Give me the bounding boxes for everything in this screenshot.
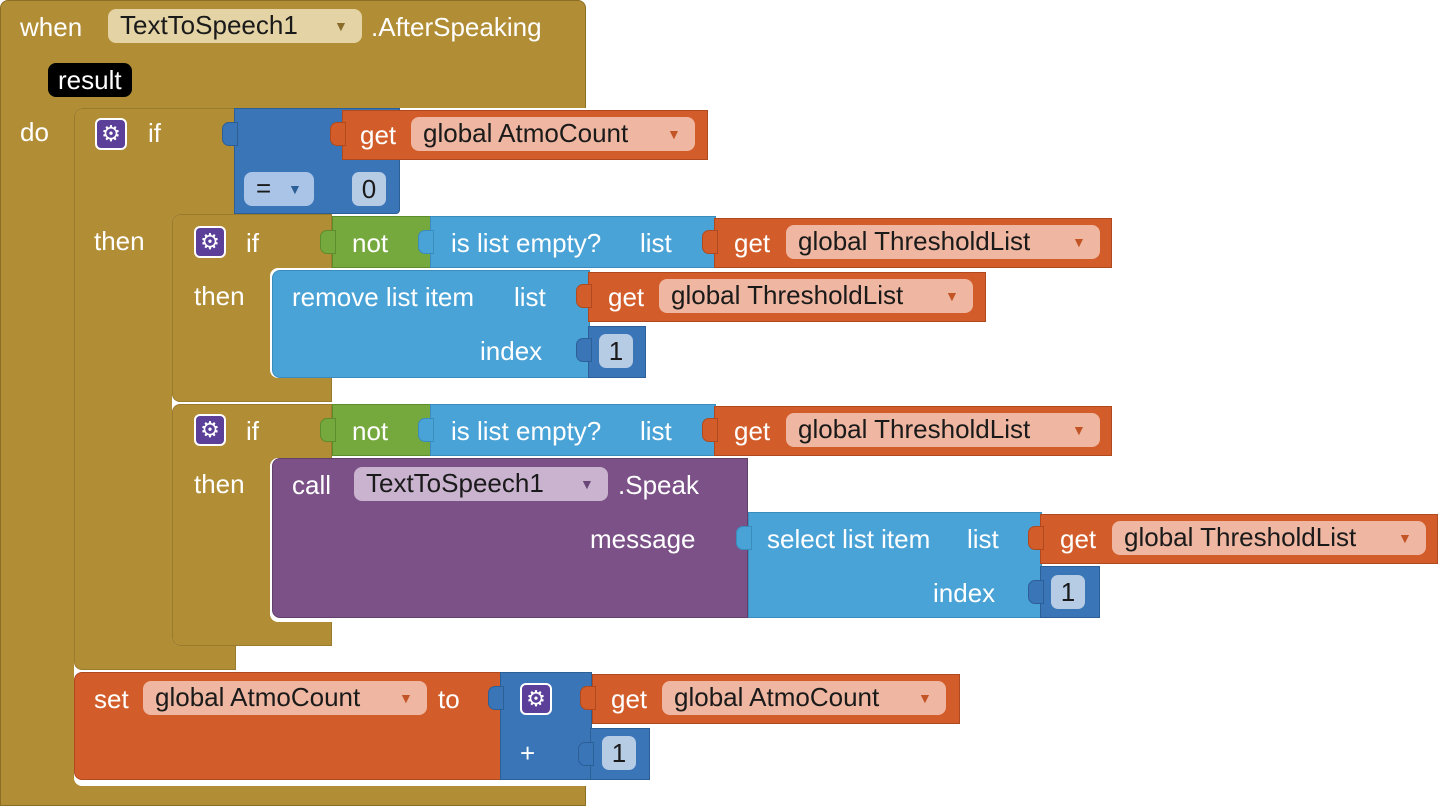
select-index-label: index: [933, 578, 996, 608]
get-label: get: [608, 282, 645, 312]
set-variable-label: global AtmoCount: [155, 682, 361, 712]
set-label: set: [94, 684, 129, 714]
variable-label: global ThresholdList: [671, 280, 904, 310]
then-3-label: then: [194, 469, 245, 499]
is-list-empty-block-2[interactable]: [430, 216, 716, 268]
not-output-tab: [320, 230, 336, 254]
variable-label: global ThresholdList: [798, 414, 1031, 444]
variable-label: global AtmoCount: [423, 118, 629, 148]
remove-list-item-label: remove list item: [292, 282, 475, 312]
number-output-tab: [578, 742, 594, 766]
variable-dropdown[interactable]: global ThresholdList ▼: [786, 413, 1100, 447]
add-output-tab: [488, 686, 504, 710]
set-to-label: to: [438, 684, 460, 714]
dropdown-arrow-icon: ▼: [1072, 234, 1086, 250]
gear-icon[interactable]: ⚙: [194, 226, 226, 258]
select-index-value[interactable]: 1: [1051, 575, 1085, 609]
call-label: call: [292, 470, 332, 500]
is-list-empty-block-3[interactable]: [430, 404, 716, 456]
add-number-value[interactable]: 1: [602, 736, 636, 770]
variable-dropdown[interactable]: global AtmoCount ▼: [662, 681, 946, 715]
variable-label: global ThresholdList: [1124, 522, 1357, 552]
is-list-empty-output-tab: [418, 418, 434, 442]
get-output-tab: [580, 686, 596, 710]
select-list-label: list: [967, 524, 999, 554]
set-variable-dropdown[interactable]: global AtmoCount ▼: [143, 681, 427, 715]
dropdown-arrow-icon: ▼: [399, 690, 413, 706]
if-1-label: if: [148, 118, 161, 148]
variable-dropdown[interactable]: global ThresholdList ▼: [786, 225, 1100, 259]
get-label: get: [734, 228, 771, 258]
event-component-dropdown[interactable]: TextToSpeech1 ▼: [108, 9, 362, 43]
remove-list-label: list: [514, 282, 546, 312]
compare-operator-label: =: [256, 173, 272, 203]
is-list-empty-output-tab: [418, 230, 434, 254]
get-output-tab: [702, 230, 718, 254]
dropdown-arrow-icon: ▼: [1072, 422, 1086, 438]
then-2-label: then: [194, 281, 245, 311]
select-list-item-label: select list item: [767, 524, 931, 554]
event-name-label: .AfterSpeaking: [371, 12, 542, 42]
variable-dropdown[interactable]: global AtmoCount ▼: [411, 117, 695, 151]
compare-operator-dropdown[interactable]: = ▼: [244, 172, 314, 206]
call-message-label: message: [590, 524, 696, 554]
get-output-tab: [702, 418, 718, 442]
gear-icon[interactable]: ⚙: [95, 118, 127, 150]
gear-icon[interactable]: ⚙: [194, 414, 226, 446]
remove-index-label: index: [480, 336, 543, 366]
is-list-empty-label: is list empty?: [451, 228, 602, 258]
add-block[interactable]: [500, 672, 592, 780]
event-param-result[interactable]: result: [48, 63, 132, 97]
remove-list-item-block[interactable]: [272, 270, 590, 378]
call-component-dropdown[interactable]: TextToSpeech1 ▼: [354, 467, 608, 501]
variable-label: global ThresholdList: [798, 226, 1031, 256]
event-when-label: when: [20, 12, 83, 42]
get-label: get: [734, 416, 771, 446]
not-label: not: [352, 416, 389, 446]
get-output-tab: [1028, 526, 1044, 550]
select-list-item-block[interactable]: [748, 512, 1042, 618]
variable-dropdown[interactable]: global ThresholdList ▼: [659, 279, 973, 313]
number-output-tab: [1028, 580, 1044, 604]
get-output-tab: [330, 122, 346, 146]
call-component-label: TextToSpeech1: [366, 468, 544, 498]
is-list-empty-label: is list empty?: [451, 416, 602, 446]
number-output-tab: [576, 338, 592, 362]
event-do-label: do: [20, 117, 49, 147]
select-output-tab: [736, 526, 752, 550]
add-operator-label: +: [520, 738, 536, 768]
not-output-tab: [320, 418, 336, 442]
get-label: get: [360, 120, 397, 150]
event-component-label: TextToSpeech1: [120, 10, 298, 40]
dropdown-arrow-icon: ▼: [288, 181, 302, 197]
dropdown-arrow-icon: ▼: [667, 126, 681, 142]
if-3-label: if: [246, 416, 259, 446]
dropdown-arrow-icon: ▼: [945, 288, 959, 304]
dropdown-arrow-icon: ▼: [918, 690, 932, 706]
dropdown-arrow-icon: ▼: [1398, 530, 1412, 546]
dropdown-arrow-icon: ▼: [334, 18, 348, 34]
not-block-2[interactable]: [332, 216, 432, 268]
is-list-empty-list-label: list: [640, 416, 672, 446]
variable-dropdown[interactable]: global ThresholdList ▼: [1112, 521, 1426, 555]
is-list-empty-list-label: list: [640, 228, 672, 258]
then-1-label: then: [94, 226, 145, 256]
not-label: not: [352, 228, 389, 258]
get-output-tab: [576, 284, 592, 308]
if-2-label: if: [246, 228, 259, 258]
call-method-label: .Speak: [618, 470, 699, 500]
variable-label: global AtmoCount: [674, 682, 880, 712]
gear-icon[interactable]: ⚙: [520, 683, 552, 715]
remove-index-value[interactable]: 1: [599, 334, 633, 368]
compare-number-value[interactable]: 0: [352, 172, 386, 206]
get-label: get: [611, 684, 648, 714]
get-label: get: [1060, 524, 1097, 554]
dropdown-arrow-icon: ▼: [580, 476, 594, 492]
compare-output-tab: [222, 122, 238, 146]
